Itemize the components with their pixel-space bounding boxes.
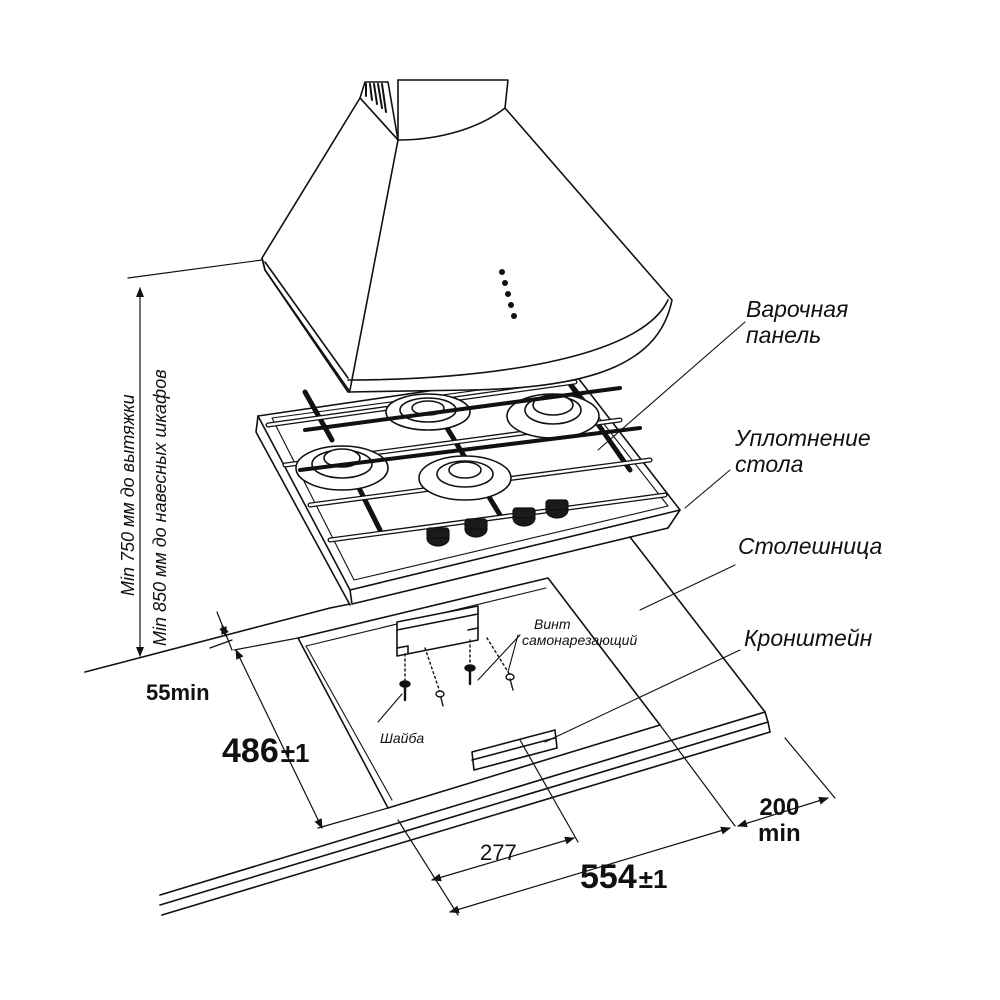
note-cabinet-clearance: Min 850 мм до навесных шкафов: [150, 369, 170, 646]
dim-back-min: 200 min: [758, 795, 801, 847]
dim-depth-tol: ±1: [280, 738, 310, 768]
label-seal-line2: стола: [735, 451, 804, 477]
label-screw-line1: Винт: [534, 616, 571, 632]
label-bracket: Кронштейн: [744, 625, 873, 651]
label-screw: Винт самонарезающий: [522, 616, 637, 648]
label-seal-line1: Уплотнение: [735, 425, 871, 451]
note-hood-clearance: Min 750 мм до вытяжки: [118, 394, 138, 596]
burner-front-middle: [418, 455, 512, 501]
dimension-lines: [127, 259, 836, 916]
label-hob-line2: панель: [746, 322, 822, 348]
hob-knobs: [426, 499, 569, 547]
hood: [261, 79, 673, 393]
label-seal: Уплотнение стола: [735, 425, 871, 477]
bracket-back: [396, 605, 479, 657]
hood-buttons: [499, 269, 517, 319]
dim-back-value: 200: [759, 794, 800, 821]
dim-edge-min: 55min: [146, 680, 210, 705]
dim-depth-value: 486: [222, 732, 279, 770]
label-countertop: Столешница: [738, 533, 883, 559]
label-washer: Шайба: [380, 730, 425, 746]
dim-width-value: 554: [580, 858, 637, 896]
dim-width: 554±1: [580, 858, 667, 897]
dim-depth: 486±1: [222, 732, 309, 771]
label-hob: Варочная панель: [746, 296, 848, 348]
burner-front-left: [295, 445, 389, 491]
label-screw-line2: самонарезающий: [522, 632, 638, 648]
dim-half-width: 277: [480, 840, 517, 865]
bracket-front: [471, 729, 558, 771]
leader-lines: [377, 321, 746, 743]
label-hob-line1: Варочная: [746, 296, 849, 322]
screws: [399, 637, 515, 707]
dim-width-tol: ±1: [638, 864, 668, 894]
dim-back-unit: min: [758, 820, 801, 847]
